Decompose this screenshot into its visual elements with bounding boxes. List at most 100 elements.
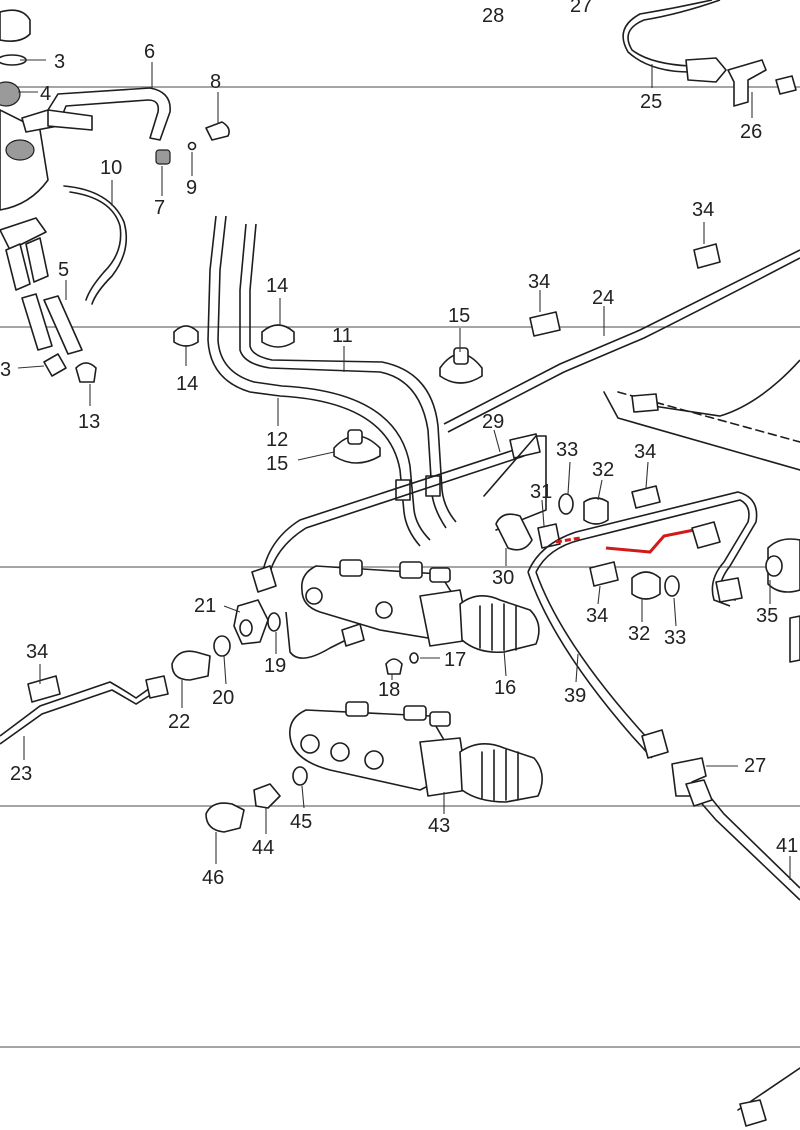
leader-16 xyxy=(503,649,507,677)
callout-14: 14 xyxy=(266,275,288,297)
leader-45 xyxy=(301,785,305,809)
brake-line-39 xyxy=(535,571,661,753)
callout-30: 30 xyxy=(492,567,514,589)
crossmember-edge xyxy=(603,391,800,471)
nut-18 xyxy=(385,658,403,675)
reservoir-assembly xyxy=(0,9,128,355)
caliper-port xyxy=(765,555,783,577)
leader-20 xyxy=(223,655,227,685)
callout-8: 8 xyxy=(210,71,221,93)
leader-21 xyxy=(223,605,241,613)
callout-44: 44 xyxy=(252,837,274,859)
boot-ribs xyxy=(479,603,517,651)
callout-15: 15 xyxy=(266,453,288,475)
reservoir-outlet-right xyxy=(25,237,49,283)
callout-32: 32 xyxy=(628,623,650,645)
brake-line-24-edge xyxy=(447,257,800,433)
union-fitting xyxy=(685,57,727,83)
grommet-15-upper-boss xyxy=(453,347,469,365)
washer-20 xyxy=(213,635,231,657)
brake-line-39-loop xyxy=(535,499,750,607)
brake-lines-11-12 xyxy=(207,215,457,547)
port xyxy=(330,742,350,762)
grommet-14-left xyxy=(173,325,199,347)
line-fitting xyxy=(641,729,669,759)
leader-15b xyxy=(297,451,335,461)
brake-line-24 xyxy=(443,249,800,425)
line-fitting xyxy=(251,565,277,593)
line-fitting xyxy=(341,623,365,647)
grommet-32-upper xyxy=(583,497,609,525)
bracket-26 xyxy=(727,59,767,107)
bracket-body xyxy=(21,87,171,141)
callout-34: 34 xyxy=(26,641,48,663)
reservoir-bracket xyxy=(0,217,47,251)
brake-line-25-edge xyxy=(622,0,713,73)
sleeve-34-mid xyxy=(631,485,661,509)
seal-45 xyxy=(292,766,308,786)
leader-3b xyxy=(17,365,45,369)
cylinder-boot xyxy=(459,743,543,803)
outlet-boss xyxy=(345,701,369,717)
banjo-bolt-22 xyxy=(171,650,211,681)
vent-hose-10-inner xyxy=(69,191,122,301)
cylinder-boot xyxy=(459,595,540,654)
banjo-21 xyxy=(233,599,269,645)
washer-19 xyxy=(267,612,281,632)
mounting-hole xyxy=(305,587,323,605)
callout-22: 22 xyxy=(168,711,190,733)
line-fitting xyxy=(691,521,721,549)
brake-line-12 xyxy=(207,215,421,547)
callout-33: 33 xyxy=(664,627,686,649)
nut-7 xyxy=(155,149,171,165)
outlet-boss xyxy=(399,561,423,579)
outlet-boss xyxy=(429,567,451,583)
mounting-plate xyxy=(483,435,547,531)
leader-lines xyxy=(17,59,791,880)
bracket-tab xyxy=(47,109,93,131)
callout-28: 28 xyxy=(482,5,504,27)
callout-27: 27 xyxy=(570,0,592,17)
brake-line-11 xyxy=(239,223,447,529)
t-piece-assembly xyxy=(495,485,758,759)
port xyxy=(364,750,384,770)
clamp-13 xyxy=(75,362,97,383)
callout-34: 34 xyxy=(634,441,656,463)
callout-11: 11 xyxy=(332,325,353,347)
hose-fitting xyxy=(685,779,713,807)
brake-line-29-assembly xyxy=(251,433,547,593)
brake-line-29 xyxy=(261,447,521,577)
leader-29 xyxy=(493,429,501,453)
callout-labels: 28 27 3 6 4 8 25 26 9 7 10 34 5 14 34 24… xyxy=(0,0,798,889)
caliper-body xyxy=(767,538,800,593)
grommet-14-right xyxy=(261,324,295,348)
callout-34: 34 xyxy=(586,605,608,627)
callout-12: 12 xyxy=(266,429,288,451)
callout-31: 31 xyxy=(530,481,552,503)
callout-39: 39 xyxy=(564,685,586,707)
leader-39 xyxy=(575,653,579,683)
callout-26: 26 xyxy=(740,121,762,143)
hose-clips xyxy=(43,353,97,383)
reservoir-outlet-left xyxy=(5,243,31,291)
callout-10: 10 xyxy=(100,157,122,179)
mounting-hole xyxy=(375,601,393,619)
callout-17: 17 xyxy=(444,649,466,671)
callout-45: 45 xyxy=(290,811,312,833)
leader-33b xyxy=(673,597,677,627)
leader-32a xyxy=(597,479,603,501)
switch-44 xyxy=(253,783,281,809)
switch-assembly xyxy=(0,599,281,745)
lower-fitting xyxy=(739,1099,767,1127)
plug-46 xyxy=(205,802,245,833)
grommet-15-lower-boss xyxy=(347,429,363,445)
port xyxy=(300,734,320,754)
leader-31 xyxy=(541,499,545,527)
callout-5: 5 xyxy=(58,259,69,281)
leader-33a xyxy=(567,461,571,495)
hose-sleeve-right xyxy=(43,295,83,355)
callout-9: 9 xyxy=(186,177,197,199)
sleeve-34-upper xyxy=(529,311,561,337)
grommets xyxy=(173,324,483,464)
